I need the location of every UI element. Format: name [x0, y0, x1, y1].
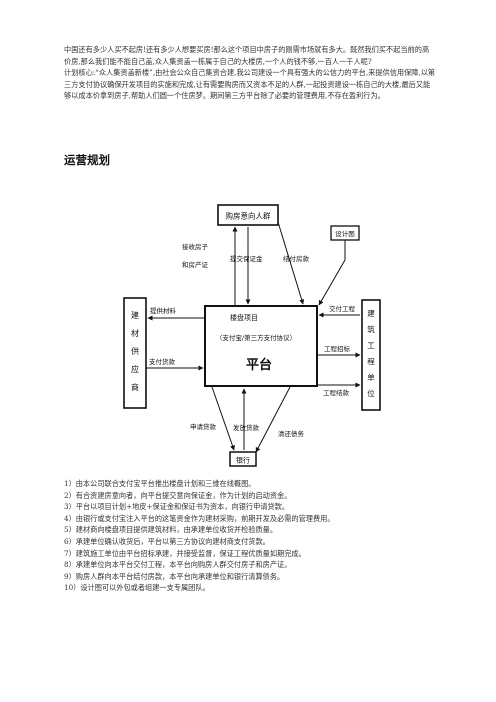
- construction-char: 筑: [367, 324, 375, 334]
- buyers-label: 购房意向人群: [226, 211, 271, 221]
- arrow-final-payment: [277, 221, 305, 305]
- construction-char: 位: [367, 388, 375, 398]
- list-item: 1）由本公司联合支付宝平台推出楼盘计划和三维在线概图。: [64, 479, 256, 488]
- supplier-box: [123, 297, 147, 409]
- label-clear-debt: 清还债务: [278, 429, 305, 438]
- list-item: 7）建筑施工单位由平台招标承建，并接受监督，保证工程优质量如期完成。: [64, 548, 306, 558]
- supplier-char: 应: [131, 364, 139, 374]
- design-label: 设计图: [335, 229, 355, 238]
- intro-paragraph-2: 计划核心:“众人集资盖新楼”,由社会公众自己集资合建,我公司建设一个具有强大的公…: [64, 68, 436, 101]
- bank-box: [229, 451, 257, 467]
- platform-agreement-label: （支付宝/第三方支付协议）: [216, 333, 296, 342]
- supplier-char: 商: [131, 382, 139, 392]
- list-item: 9）购房人群向本平台结付房款，本平台向承建单位和银行清算债务。: [64, 571, 285, 581]
- label-issue-loan: 发放贷款: [233, 423, 260, 432]
- list-item: 4）由银行或支付宝注入平台的这笔资金作为建材采购，前期开发及必需的管理费用。: [64, 513, 335, 523]
- list-item: 5）建材商向楼盘项目提供建筑材料，由承建单位收货并检验质量。: [64, 525, 278, 535]
- label-tender: 工程招标: [324, 344, 351, 353]
- label-final-payment: 结付房款: [283, 254, 310, 263]
- arrow-design: [318, 259, 346, 306]
- label-supply-material: 提供材料: [150, 306, 177, 315]
- label-pay-project: 工程结款: [323, 388, 350, 397]
- list-item: 2）有合资建房意向者，向平台提交意向保证金，作为计划的启动资金。: [64, 490, 292, 500]
- platform-box: [204, 305, 318, 387]
- label-receive-house: 接收房子: [182, 242, 209, 251]
- arrow-apply-loan: [211, 386, 235, 451]
- platform-project-label: 楼盘项目: [230, 313, 258, 322]
- construction-char: 单: [367, 372, 375, 382]
- supplier-char: 材: [131, 328, 139, 338]
- arrow-clear-debt: [255, 386, 291, 453]
- construction-char: 程: [367, 357, 375, 366]
- label-property-cert: 和房产证: [182, 260, 209, 269]
- supplier-char: 供: [131, 346, 139, 356]
- supplier-char: 建: [131, 310, 139, 320]
- buyers-box: [217, 204, 279, 226]
- list-item: 10）设计图可以外包或者组建一支专属团队。: [64, 583, 210, 593]
- steps-list: 1）由本公司联合支付宝平台推出楼盘计划和三维在线概图。 2）有合资建房意向者，向…: [64, 478, 444, 594]
- label-deposit: 提交保证金: [230, 254, 263, 263]
- label-deliver-project: 交付工程: [329, 304, 356, 313]
- label-pay-goods: 支付货款: [149, 357, 176, 366]
- list-item: 8）承建单位向本平台交付工程，本平台向购房人群交付房子和房产证。: [64, 560, 292, 570]
- section-heading: 运营规划: [64, 153, 110, 167]
- platform-name: 平台: [246, 357, 272, 373]
- list-item: 6）承建单位确认收货后，平台以第三方协议向建材商支付货款。: [64, 536, 270, 546]
- bank-label: 银行: [236, 456, 250, 465]
- construction-char: 建: [367, 308, 375, 318]
- construction-char: 工: [367, 341, 375, 350]
- construction-unit-box: [361, 299, 381, 411]
- intro-text: 中国还有多少人买不起房!还有多少人想要买房!那么这个项目中房子的刚需市场就有多大…: [64, 44, 436, 102]
- label-apply-loan: 申请贷款: [190, 422, 217, 431]
- list-item: 3）平台以项目计划+地皮+保证金和保证书为资本，向银行申请贷款。: [64, 502, 290, 512]
- intro-paragraph-1: 中国还有多少人买不起房!还有多少人想要买房!那么这个项目中房子的刚需市场就有多大…: [64, 45, 430, 66]
